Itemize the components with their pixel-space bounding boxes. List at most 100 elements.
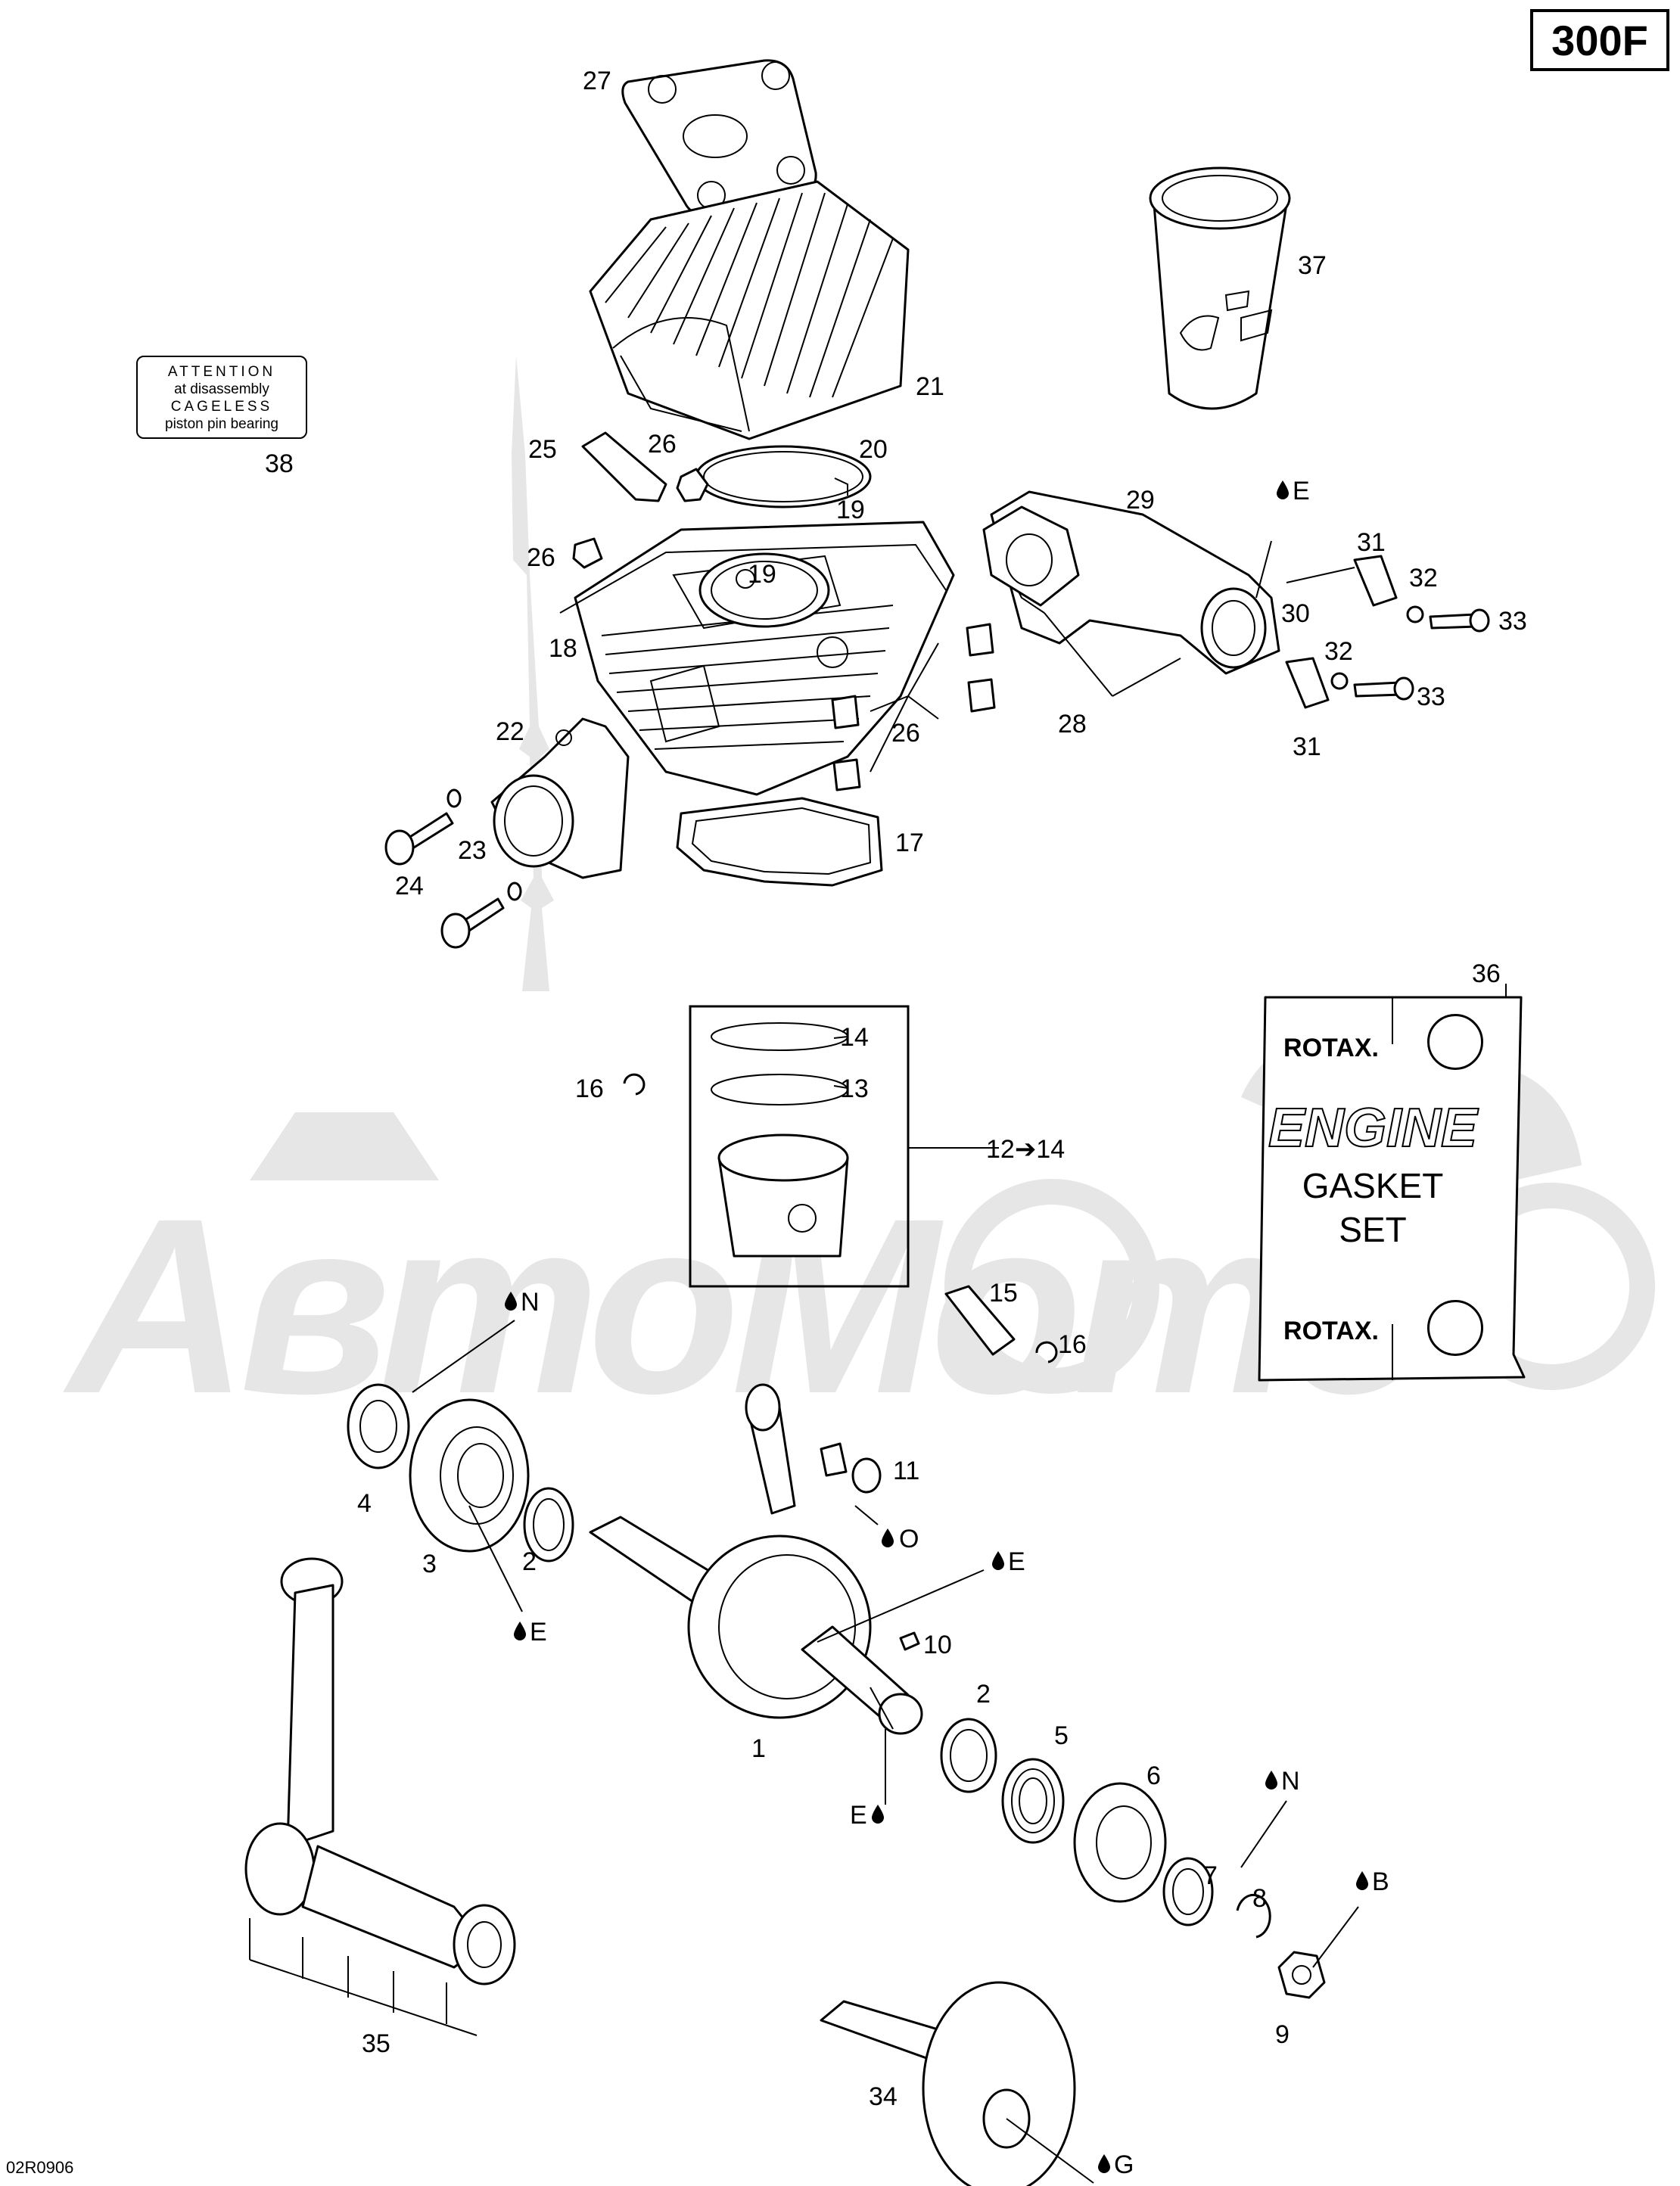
callout-12-14: 12➔14 xyxy=(986,1135,1065,1164)
part-4-seal xyxy=(347,1383,410,1469)
callout-g: G xyxy=(1114,2150,1134,2179)
callout-27: 27 xyxy=(583,67,611,95)
callout-2-left: 2 xyxy=(522,1547,537,1576)
part-8-lock-washer xyxy=(1236,1893,1271,1939)
rotax-logo-icon xyxy=(1427,1300,1483,1356)
part-37-cylinder-sleeve xyxy=(1149,166,1291,410)
callout-30: 30 xyxy=(1281,599,1310,628)
callout-7: 7 xyxy=(1203,1861,1218,1890)
callout-9: 9 xyxy=(1275,2020,1290,2049)
callout-15: 15 xyxy=(989,1279,1018,1308)
callout-17: 17 xyxy=(895,829,924,857)
callout-26-top: 26 xyxy=(648,430,677,459)
gasket-kit-title: ENGINE xyxy=(1268,1097,1478,1159)
attention-decal: ATTENTION at disassembly CAGELESS piston… xyxy=(136,356,307,439)
part-17-base-gasket xyxy=(676,797,883,887)
part-15-piston-pin xyxy=(944,1285,1016,1356)
callout-26-left: 26 xyxy=(527,543,555,572)
rotax-logo-icon xyxy=(1427,1014,1483,1070)
callout-labels: 27 37 21 38 25 26 20 19 29 E 26 19 31 32… xyxy=(265,67,1527,2179)
part-16-circlip-right xyxy=(1035,1341,1058,1364)
part-26-clip-left xyxy=(572,537,603,569)
callout-25: 25 xyxy=(528,435,557,464)
callout-o: O xyxy=(899,1525,919,1553)
part-34-crank-half xyxy=(820,1981,1076,2186)
callout-28: 28 xyxy=(1058,710,1087,739)
part-23-24-bolts xyxy=(384,788,522,949)
callout-20: 20 xyxy=(859,435,888,464)
attention-line2: at disassembly xyxy=(174,381,269,397)
part-18-cylinder xyxy=(559,521,955,796)
callout-1: 1 xyxy=(751,1734,766,1763)
callout-31-top: 31 xyxy=(1357,528,1386,557)
callout-31-bot: 31 xyxy=(1293,732,1321,761)
callout-19-top: 19 xyxy=(836,496,865,524)
callout-e-top: E xyxy=(1293,477,1310,505)
oil-drop-icon xyxy=(992,1551,1004,1570)
leader-lines xyxy=(412,477,1507,2184)
callout-8: 8 xyxy=(1252,1884,1267,1913)
part-6-bearing xyxy=(1073,1782,1167,1903)
callout-e-bottom: E xyxy=(850,1801,867,1830)
part-35-connecting-rod-assembly xyxy=(244,1557,516,2036)
attention-line4: piston pin bearing xyxy=(165,416,278,432)
part-10-key xyxy=(899,1631,920,1651)
oil-drop-icon xyxy=(882,1528,894,1547)
callout-22: 22 xyxy=(496,717,524,746)
callout-24: 24 xyxy=(395,872,424,900)
gasket-kit-label: ROTAX. ENGINE GASKET SET ROTAX. xyxy=(1259,997,1523,1382)
part-12-14-piston-assembly xyxy=(689,1005,910,1288)
part-25-wedge xyxy=(581,431,667,502)
callout-4: 4 xyxy=(357,1489,372,1518)
callout-n-left: N xyxy=(521,1288,540,1317)
part-17-base-gasket-inner xyxy=(691,807,872,875)
part-2-shim-left xyxy=(523,1487,574,1563)
callout-11: 11 xyxy=(893,1457,919,1485)
callout-35: 35 xyxy=(362,2029,390,2058)
callout-26-bot: 26 xyxy=(891,719,920,748)
callout-32-top: 32 xyxy=(1409,564,1438,592)
part-1-crankshaft xyxy=(589,1383,923,1735)
callout-32-bot: 32 xyxy=(1324,637,1353,666)
part-20-o-ring-inner xyxy=(703,451,863,502)
attention-title: ATTENTION xyxy=(167,364,276,380)
part-28-exhaust-gasket xyxy=(982,505,1080,607)
callout-38: 38 xyxy=(265,449,294,478)
oil-drop-icon xyxy=(1098,2154,1110,2173)
oil-drop-icon xyxy=(1277,480,1289,499)
callout-e-left: E xyxy=(530,1618,547,1646)
callout-18: 18 xyxy=(549,634,577,663)
callout-29: 29 xyxy=(1126,486,1155,515)
model-code-badge: 300F xyxy=(1530,9,1669,71)
callout-3: 3 xyxy=(422,1550,437,1578)
callout-13: 13 xyxy=(840,1074,869,1103)
part-9-nut xyxy=(1277,1951,1326,1999)
oil-drop-icon xyxy=(1265,1771,1277,1790)
attention-line3: CAGELESS xyxy=(170,399,273,415)
callout-6: 6 xyxy=(1146,1762,1161,1790)
callout-16-left: 16 xyxy=(575,1074,604,1103)
rotax-brand-bottom: ROTAX. xyxy=(1283,1317,1379,1345)
callout-37: 37 xyxy=(1298,251,1327,280)
part-31-33-exhaust-fasteners xyxy=(1285,555,1490,709)
callout-33-bot: 33 xyxy=(1417,683,1445,711)
part-28-exhaust-gasket-hole xyxy=(1006,533,1053,586)
callout-14: 14 xyxy=(840,1023,869,1052)
callout-19-mid: 19 xyxy=(748,560,776,589)
part-36-gasket-set xyxy=(1258,996,1526,1382)
part-11-needle-bearing xyxy=(820,1442,882,1494)
callout-34: 34 xyxy=(869,2082,898,2111)
part-7-seal xyxy=(1162,1857,1214,1926)
callout-23: 23 xyxy=(458,836,487,865)
part-3-bearing xyxy=(409,1398,530,1553)
callout-36: 36 xyxy=(1472,959,1501,988)
callout-b: B xyxy=(1372,1867,1389,1896)
part-16-circlip-left xyxy=(623,1073,646,1096)
part-2-shim-right xyxy=(940,1718,997,1793)
part-26-clips-right xyxy=(831,623,996,791)
callout-n-right: N xyxy=(1281,1767,1300,1796)
callout-33-top: 33 xyxy=(1498,607,1527,636)
part-22-intake-manifold xyxy=(490,717,630,879)
part-21-cylinder-head xyxy=(589,180,910,440)
